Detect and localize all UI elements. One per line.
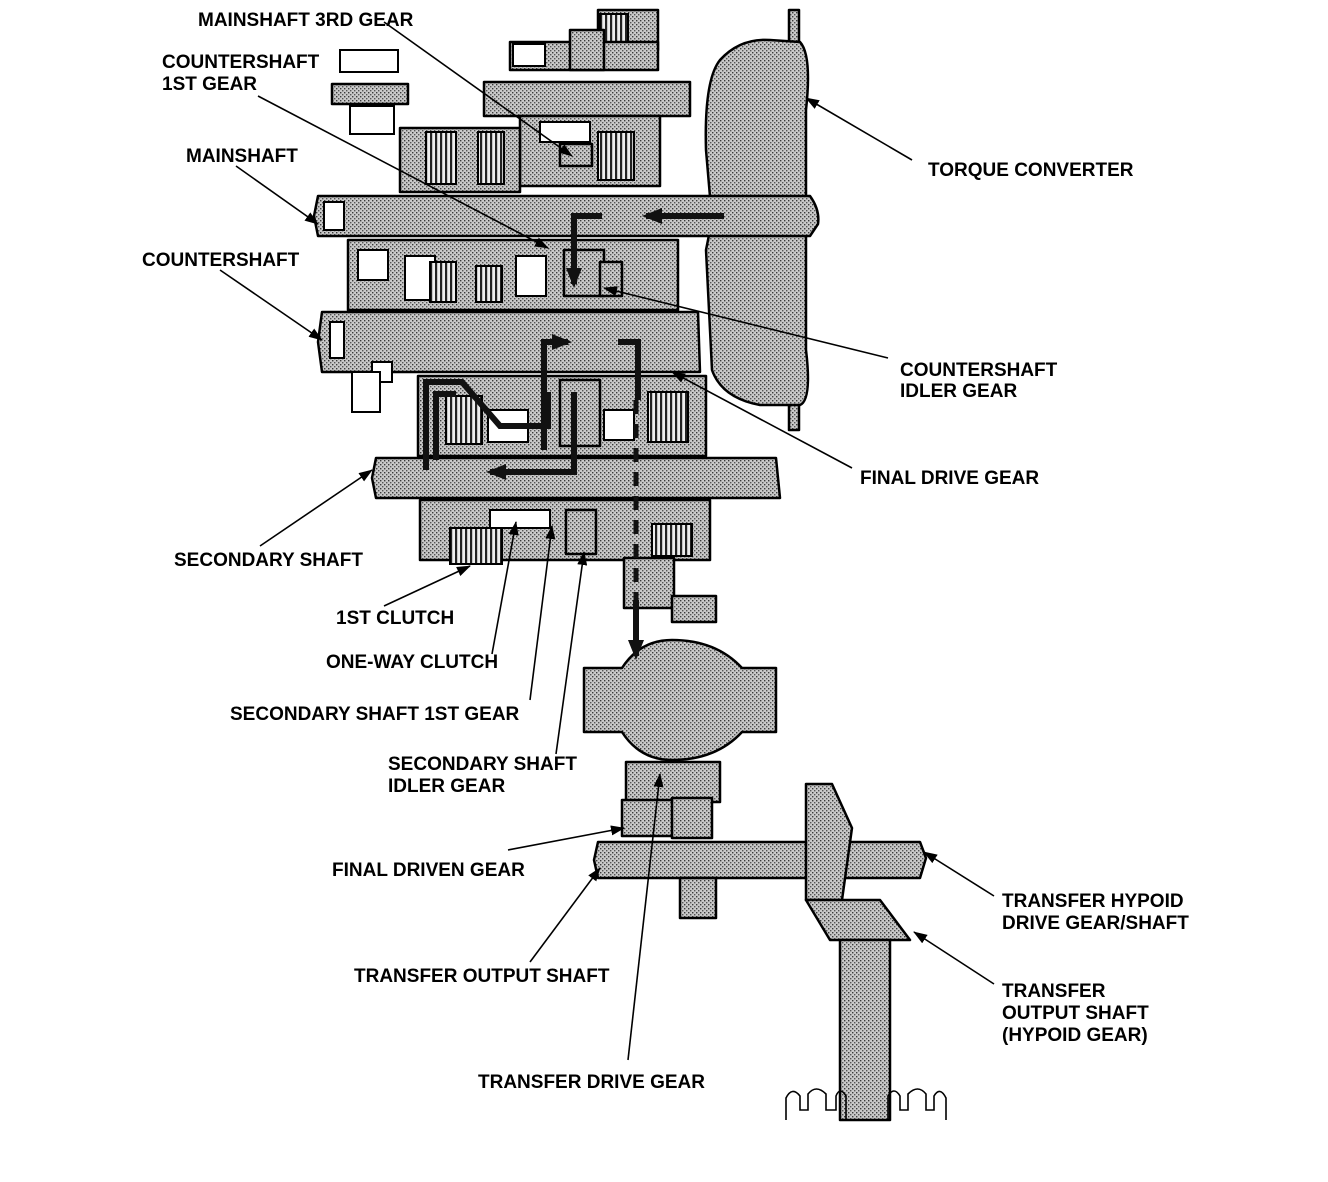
countershaft-1st-gear-part <box>330 49 410 135</box>
power-flow-path <box>423 208 724 660</box>
label-final-drive-gear: FINAL DRIVE GEAR <box>860 468 1039 489</box>
label-transfer-drive-gear: TRANSFER DRIVE GEAR <box>478 1072 705 1093</box>
label-transfer-output-hypoid-line1: TRANSFER <box>1002 981 1106 1002</box>
label-secondary-shaft-1st-gear: SECONDARY SHAFT 1ST GEAR <box>230 704 520 725</box>
output-flange <box>785 1088 947 1120</box>
label-countershaft-1st-gear-line2: 1ST GEAR <box>162 74 257 95</box>
label-secondary-shaft-idler-gear-line2: IDLER GEAR <box>388 776 505 797</box>
label-countershaft-idler-gear-line2: IDLER GEAR <box>900 381 1017 402</box>
leader-lines <box>219 21 995 1061</box>
mainshaft <box>312 126 820 238</box>
label-secondary-shaft-idler-gear-line1: SECONDARY SHAFT <box>388 754 577 775</box>
label-one-way-clutch: ONE-WAY CLUTCH <box>326 652 498 673</box>
label-mainshaft: MAINSHAFT <box>186 146 298 167</box>
label-mainshaft-3rd-gear: MAINSHAFT 3RD GEAR <box>198 10 414 31</box>
label-transfer-output-hypoid-line3: (HYPOID GEAR) <box>1002 1025 1148 1046</box>
differential-assembly <box>582 556 778 840</box>
label-countershaft-idler-gear-line1: COUNTERSHAFT <box>900 360 1058 381</box>
label-transfer-output-hypoid-line2: OUTPUT SHAFT <box>1002 1003 1149 1024</box>
secondary-shaft-cluster <box>370 374 782 565</box>
label-countershaft-1st-gear-line1: COUNTERSHAFT <box>162 52 320 73</box>
mainshaft-3rd-gear-cluster <box>482 8 692 188</box>
label-torque-converter: TORQUE CONVERTER <box>928 160 1134 181</box>
diagram-labels: MAINSHAFT 3RD GEAR COUNTERSHAFT 1ST GEAR… <box>142 10 1189 1093</box>
label-transfer-output-shaft: TRANSFER OUTPUT SHAFT <box>354 966 610 987</box>
mid-gear-housing <box>346 238 680 312</box>
floating-gear-left <box>351 371 381 413</box>
label-final-driven-gear: FINAL DRIVEN GEAR <box>332 860 525 881</box>
label-1st-clutch: 1ST CLUTCH <box>336 608 454 629</box>
label-secondary-shaft: SECONDARY SHAFT <box>174 550 363 571</box>
label-transfer-hypoid-line2: DRIVE GEAR/SHAFT <box>1002 913 1189 934</box>
label-transfer-hypoid-line1: TRANSFER HYPOID <box>1002 891 1184 912</box>
transfer-shafts <box>592 782 928 1122</box>
label-countershaft: COUNTERSHAFT <box>142 250 300 271</box>
